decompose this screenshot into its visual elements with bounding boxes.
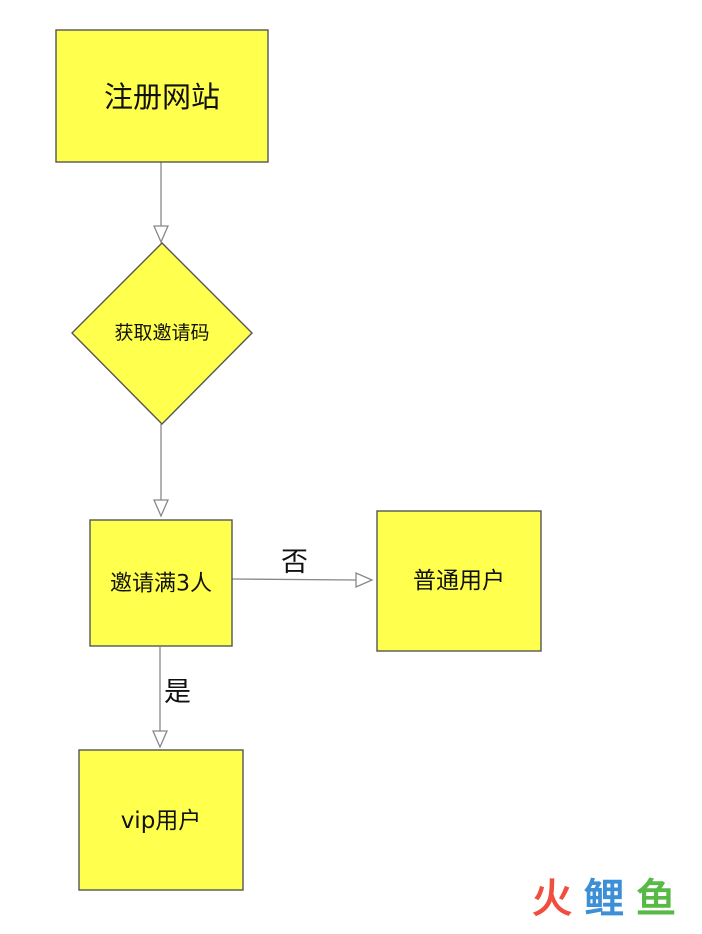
arrowhead-icon — [152, 730, 168, 749]
node-invite-check: 邀请满3人 — [89, 519, 233, 647]
watermark-char: 鲤 — [584, 876, 624, 922]
edge-invite-check-to-normal-user — [231, 572, 374, 588]
watermark-char: 火 — [532, 876, 572, 922]
edge-invite-check-to-vip-user — [152, 647, 168, 749]
node-normal-user: 普通用户 — [376, 510, 542, 652]
arrowhead-icon — [355, 572, 374, 588]
watermark-char: 鱼 — [636, 876, 676, 922]
arrowhead-icon — [153, 499, 169, 518]
node-normal-user-label: 普通用户 — [413, 568, 505, 594]
arrowhead-icon — [153, 225, 169, 244]
edge-get-code-to-invite-check — [153, 424, 169, 518]
edge-register-to-get-code — [153, 162, 169, 244]
node-invite-check-label: 邀请满3人 — [110, 572, 212, 597]
edge-label-yes: 是 — [164, 677, 191, 708]
watermark-logo: 火 鲤 鱼 — [532, 876, 676, 922]
node-get-invite-code-label: 获取邀请码 — [114, 322, 209, 344]
node-vip-user: vip用户 — [78, 749, 244, 891]
node-register-label: 注册网站 — [104, 80, 220, 114]
node-get-invite-code: 获取邀请码 — [71, 242, 253, 425]
node-vip-user-label: vip用户 — [121, 808, 202, 834]
edge-label-no: 否 — [281, 547, 308, 578]
node-register: 注册网站 — [55, 29, 269, 163]
